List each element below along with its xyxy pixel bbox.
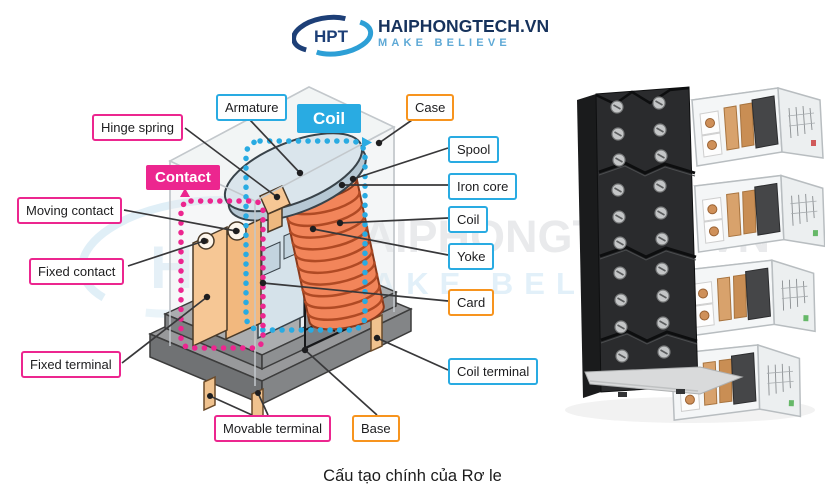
label-yoke: Yoke bbox=[448, 243, 495, 270]
brand-tagline: MAKE BELIEVE bbox=[378, 37, 511, 50]
figure-caption: Cấu tạo chính của Rơ le bbox=[323, 467, 502, 485]
contact-group-outline bbox=[178, 198, 266, 351]
contact-group-label: Contact bbox=[146, 165, 220, 190]
coil-group-arrow bbox=[362, 137, 372, 148]
relay-module-1 bbox=[691, 87, 824, 167]
relay-module-4 bbox=[668, 341, 804, 426]
site-logo: HPT HAIPHONGTECH.VN MAKE BELIEVE bbox=[292, 7, 552, 59]
label-moving-contact: Moving contact bbox=[17, 197, 123, 224]
coil-group-label: Coil bbox=[297, 104, 362, 133]
brand-name: HAIPHONGTECH.VN bbox=[378, 15, 550, 36]
label-spool: Spool bbox=[448, 136, 500, 163]
label-coil-terminal: Coil terminal bbox=[448, 358, 539, 385]
hpt-logo-icon: HPT bbox=[292, 14, 374, 57]
contact-group-arrow bbox=[180, 188, 190, 197]
logo-mark-text: HPT bbox=[314, 27, 349, 46]
relay-socket-block bbox=[577, 86, 699, 398]
mounting-plate bbox=[584, 366, 744, 397]
label-fixed-terminal: Fixed terminal bbox=[21, 351, 121, 378]
relay-module-3 bbox=[683, 257, 818, 341]
coil-terminal-pin bbox=[370, 313, 383, 353]
label-card: Card bbox=[448, 289, 495, 316]
label-hinge-spring: Hinge spring bbox=[92, 114, 183, 141]
leader-lines bbox=[121, 119, 449, 416]
coil-group-outline bbox=[243, 138, 368, 333]
relay-cutaway-diagram bbox=[121, 86, 449, 424]
label-movable-terminal: Movable terminal bbox=[214, 415, 331, 442]
label-coil: Coil bbox=[448, 206, 489, 233]
hinge-spring-shape bbox=[259, 185, 291, 234]
label-fixed-contact: Fixed contact bbox=[29, 258, 125, 285]
label-case: Case bbox=[406, 94, 455, 121]
label-iron-core: Iron core bbox=[448, 173, 518, 200]
label-base: Base bbox=[352, 415, 400, 442]
relay-product-photo bbox=[565, 86, 825, 426]
leader-dots bbox=[200, 139, 383, 399]
label-armature: Armature bbox=[216, 94, 288, 121]
fixed-contact-plate bbox=[192, 225, 228, 348]
relay-module-2 bbox=[692, 173, 825, 256]
